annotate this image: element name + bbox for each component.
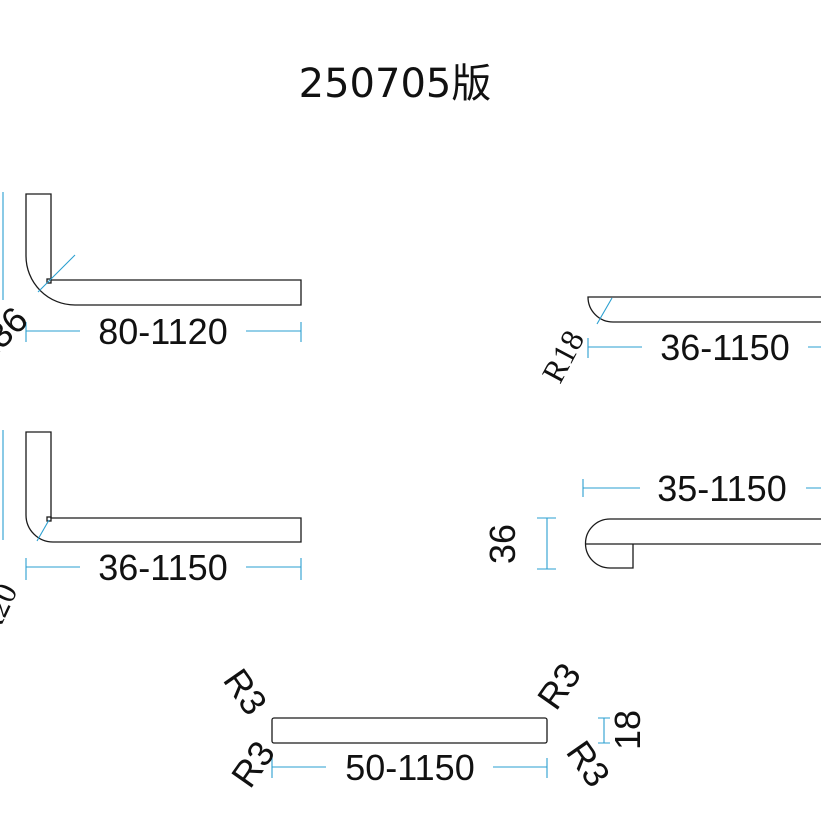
radius-leader <box>37 254 76 293</box>
part-l-profile-r36: 80-1120 R36 <box>0 192 302 375</box>
length-dimension-line <box>271 758 548 778</box>
length-dimension-line <box>587 338 821 358</box>
part-bullnose-step: 35-1150 36 <box>482 468 821 570</box>
radius-label: R36 <box>0 299 36 375</box>
length-dimension-line <box>25 322 302 342</box>
length-dimension-line <box>582 479 821 497</box>
radius-label: R20 <box>0 578 24 642</box>
corner-radius-label-top-left: R3 <box>215 661 275 722</box>
drawing-title: 250705版 <box>299 61 492 107</box>
corner-marker <box>46 278 52 284</box>
length-label: 80-1120 <box>98 311 227 352</box>
profile-outline <box>25 193 302 306</box>
radius-leader <box>596 297 613 325</box>
profile-outline <box>25 431 302 543</box>
corner-radius-label-top-right: R3 <box>529 655 589 716</box>
length-label: 36-1150 <box>98 547 227 588</box>
profile-outline <box>587 296 821 323</box>
radius-leader <box>36 519 50 542</box>
thickness-label: 18 <box>607 710 648 750</box>
thickness-dimension-line <box>598 717 610 744</box>
part-flat-strip: 50-1150 18 R3 R3 R3 R3 <box>215 655 648 794</box>
height-dimension-line <box>537 517 556 570</box>
length-label: 50-1150 <box>345 747 474 788</box>
profile-outline <box>271 717 548 744</box>
length-label: 35-1150 <box>657 468 786 509</box>
profile-outline <box>584 518 821 569</box>
part-rounded-edge-r18: 36-1150 R18 <box>534 296 821 388</box>
length-dimension-line <box>25 558 302 580</box>
radius-label: R18 <box>534 324 591 388</box>
height-label: 36 <box>482 524 523 564</box>
length-label: 36-1150 <box>660 327 789 368</box>
part-l-profile-r20: 36-1150 R20 <box>0 430 302 642</box>
